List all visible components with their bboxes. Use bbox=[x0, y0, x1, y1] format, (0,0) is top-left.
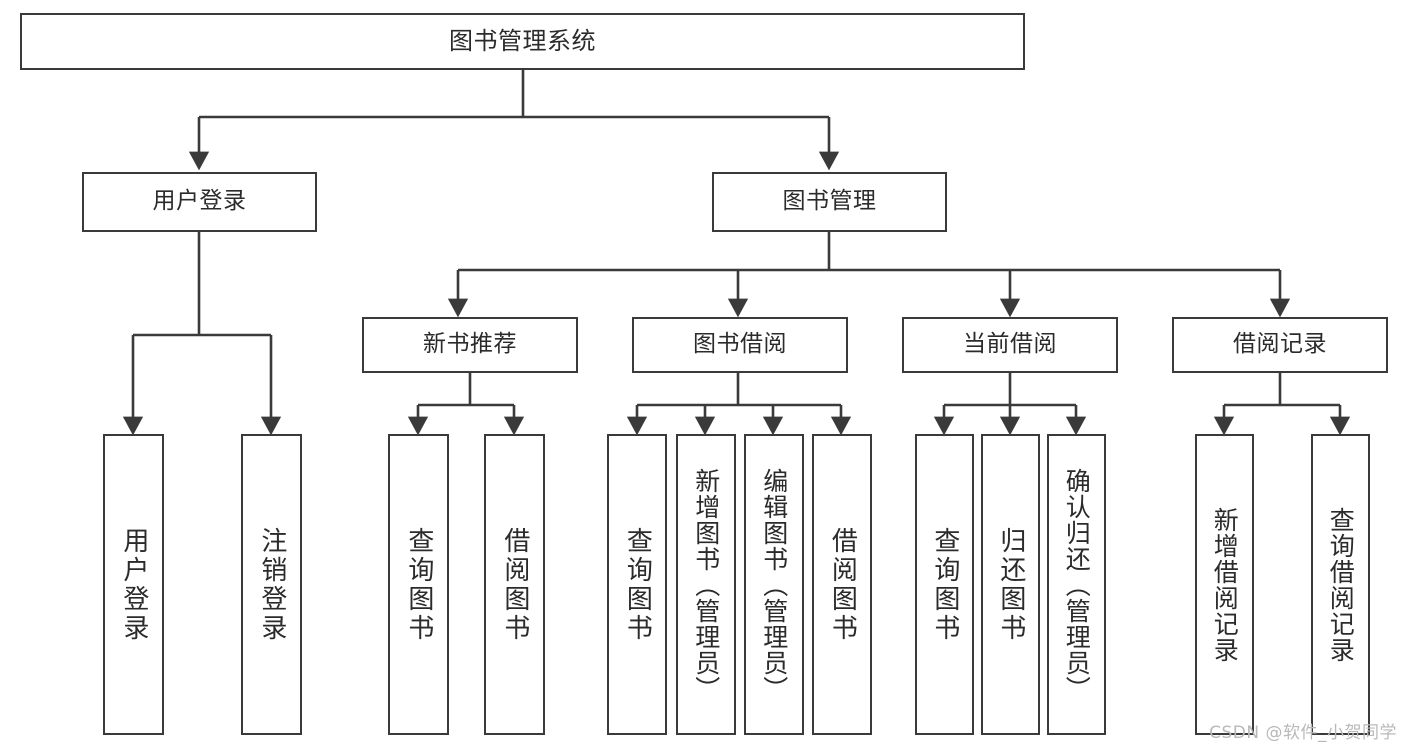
node-label: 归还图书 bbox=[995, 526, 1026, 643]
node-label: 编辑图书（管理员） bbox=[759, 467, 789, 702]
node-leaf-return-book[interactable]: 归还图书 bbox=[981, 434, 1040, 735]
node-label: 用户登录 bbox=[118, 526, 149, 643]
node-leaf-query-book-3[interactable]: 查询图书 bbox=[915, 434, 974, 735]
node-label: 查询图书 bbox=[622, 526, 653, 643]
node-label: 借阅图书 bbox=[827, 526, 858, 643]
node-label: 新增图书（管理员） bbox=[691, 467, 721, 702]
node-label: 确认归还（管理员） bbox=[1062, 467, 1092, 702]
node-label: 图书借阅 bbox=[693, 331, 787, 358]
node-leaf-logout-login[interactable]: 注销登录 bbox=[241, 434, 302, 735]
node-user-login[interactable]: 用户登录 bbox=[82, 172, 317, 232]
node-label: 新书推荐 bbox=[423, 331, 517, 358]
node-leaf-borrow-book-1[interactable]: 借阅图书 bbox=[484, 434, 545, 735]
node-leaf-add-record[interactable]: 新增借阅记录 bbox=[1195, 434, 1254, 735]
node-leaf-edit-book[interactable]: 编辑图书（管理员） bbox=[744, 434, 804, 735]
node-current-borrow[interactable]: 当前借阅 bbox=[902, 317, 1118, 373]
node-label: 新增借阅记录 bbox=[1210, 506, 1240, 663]
node-label: 图书管理 bbox=[782, 188, 877, 215]
node-leaf-borrow-book-2[interactable]: 借阅图书 bbox=[812, 434, 872, 735]
node-leaf-query-book-1[interactable]: 查询图书 bbox=[388, 434, 449, 735]
node-label: 图书管理系统 bbox=[449, 27, 596, 56]
node-label: 用户登录 bbox=[152, 188, 247, 215]
node-leaf-add-book[interactable]: 新增图书（管理员） bbox=[676, 434, 736, 735]
node-label: 注销登录 bbox=[256, 526, 287, 643]
node-borrow-record[interactable]: 借阅记录 bbox=[1172, 317, 1388, 373]
node-book-borrow[interactable]: 图书借阅 bbox=[632, 317, 848, 373]
node-book-manage[interactable]: 图书管理 bbox=[712, 172, 947, 232]
node-new-book-recommend[interactable]: 新书推荐 bbox=[362, 317, 578, 373]
node-label: 查询图书 bbox=[403, 526, 434, 643]
node-leaf-query-record[interactable]: 查询借阅记录 bbox=[1311, 434, 1370, 735]
node-label: 当前借阅 bbox=[963, 331, 1057, 358]
node-label: 查询图书 bbox=[929, 526, 960, 643]
node-leaf-confirm-return[interactable]: 确认归还（管理员） bbox=[1047, 434, 1106, 735]
node-root-system[interactable]: 图书管理系统 bbox=[20, 13, 1025, 70]
node-label: 借阅记录 bbox=[1233, 331, 1327, 358]
node-leaf-user-login[interactable]: 用户登录 bbox=[103, 434, 164, 735]
node-label: 查询借阅记录 bbox=[1326, 506, 1356, 663]
node-leaf-query-book-2[interactable]: 查询图书 bbox=[607, 434, 667, 735]
node-label: 借阅图书 bbox=[499, 526, 530, 643]
